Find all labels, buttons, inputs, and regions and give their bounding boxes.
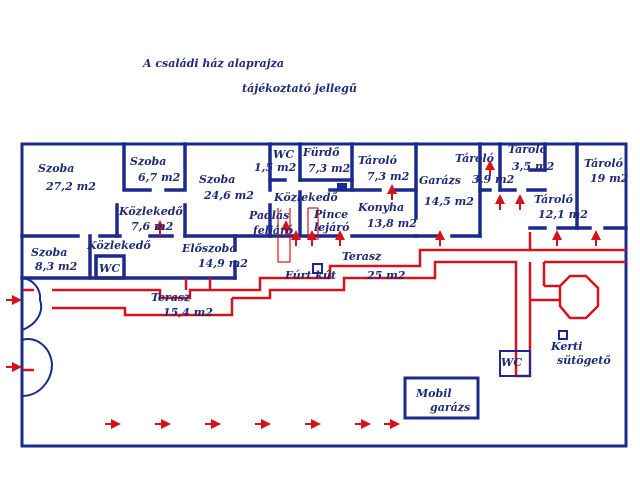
room-kozlekedo-1-name: Közlekedő [118,205,183,218]
room-labels: Szoba 27,2 m2 Szoba 6,7 m2 Szoba 24,6 m2… [31,143,629,414]
room-tarolo-4-name: Tároló [584,157,623,170]
room-tarolo-5-name: Tároló [534,193,573,206]
room-tarolo-3-name: Tároló [508,143,547,156]
room-padlas-line2: feljáró [252,224,293,237]
room-szoba-2-area: 6,7 m2 [138,171,181,184]
room-eloszoba-area: 14,9 m2 [198,257,248,270]
room-pince-line1: Pince [313,208,348,221]
red-paths [22,232,626,378]
mobil-garage-box [403,350,531,420]
room-szoba-1-name: Szoba [38,162,74,175]
room-garazs-name: Garázs [419,174,461,187]
room-tarolo-3-area: 3,5 m2 [512,160,555,173]
room-tarolo-1-area: 7,3 m2 [367,170,410,183]
room-kozlekedo-2-name: Közlekedő [273,191,338,204]
room-tarolo-5-area: 12,1 m2 [538,208,588,221]
room-pince-line2: lejáró [314,221,349,234]
room-padlas-line1: Padlás [248,209,289,222]
area-kerti-line1: Kerti [550,340,582,353]
room-garazs-area: 14,5 m2 [424,195,474,208]
room-kozlekedo-3-name: Közlekedő [86,239,151,252]
room-tarolo-2-name: Tároló [455,152,494,165]
room-konyha-area: 13,8 m2 [367,217,417,230]
room-szoba-1-area: 27,2 m2 [45,180,96,193]
area-mobil-line1: Mobil [415,387,452,400]
plan-subtitle: tájékoztató jellegű [242,82,357,95]
house-walls [20,142,628,280]
area-furt-kut-label: Fúrt kút [284,269,336,282]
room-wc-2-name: WC [99,262,120,275]
room-szoba-3-area: 24,6 m2 [203,189,254,202]
room-szoba-3-name: Szoba [199,173,235,186]
well-marker [312,183,568,340]
room-tarolo-2-area: 3,9 m2 [472,173,515,186]
room-szoba-4-name: Szoba [31,246,67,259]
gate-doors [21,277,54,398]
room-szoba-2-name: Szoba [130,155,166,168]
area-mobil-line2: garázs [430,401,470,414]
room-konyha-name: Konyha [357,201,404,214]
room-furdo-area: 7,3 m2 [308,162,351,175]
room-wc-1-area: 1,5 m2 [254,161,297,174]
room-tarolo-1-name: Tároló [358,154,397,167]
plan-title: A családi ház alaprajza [143,57,284,70]
area-kerti-line2: sütögető [557,354,611,367]
entry-arrows [6,160,601,429]
area-terasz-1-area: 25 m2 [366,269,406,282]
room-kozlekedo-1-area: 7,6 m2 [131,220,174,233]
room-wc-1-name: WC [273,148,294,161]
area-wc-3-name: WC [501,356,522,369]
room-eloszoba-name: Előszoba [181,242,237,255]
room-furdo-name: Fürdő [302,146,340,159]
area-terasz-1-name: Terasz [342,250,382,263]
room-tarolo-4-area: 19 m2 [590,172,629,185]
area-terasz-2-area: 15,4 m2 [163,306,213,319]
room-szoba-4-area: 8,3 m2 [35,260,78,273]
area-terasz-2-name: Terasz [151,291,191,304]
